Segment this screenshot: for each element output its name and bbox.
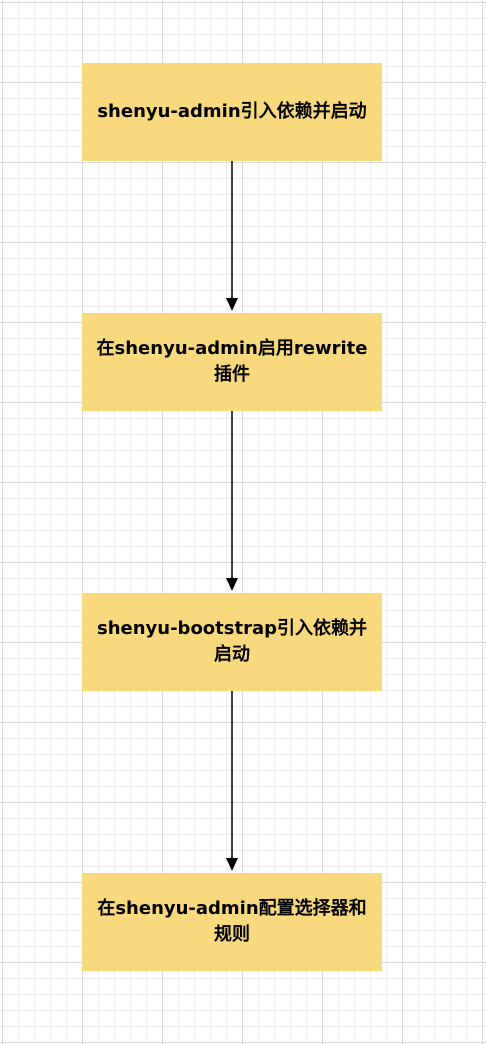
edge-node-2-to-node-3 [226,411,238,591]
edge-node-3-to-node-4 [226,691,238,871]
process-node-configure-selector-rule[interactable]: 在shenyu-admin配置选择器和规则 [82,873,382,971]
node-label: 在shenyu-admin启用rewrite插件 [96,338,368,385]
edge-node-1-to-node-2 [226,161,238,311]
process-node-bootstrap-start[interactable]: shenyu-bootstrap引入依赖并启动 [82,593,382,691]
process-node-enable-rewrite[interactable]: 在shenyu-admin启用rewrite插件 [82,313,382,411]
node-label: 在shenyu-admin配置选择器和规则 [97,898,367,945]
node-label: shenyu-admin引入依赖并启动 [97,101,367,122]
process-node-admin-start[interactable]: shenyu-admin引入依赖并启动 [82,63,382,161]
node-label: shenyu-bootstrap引入依赖并启动 [96,618,368,665]
